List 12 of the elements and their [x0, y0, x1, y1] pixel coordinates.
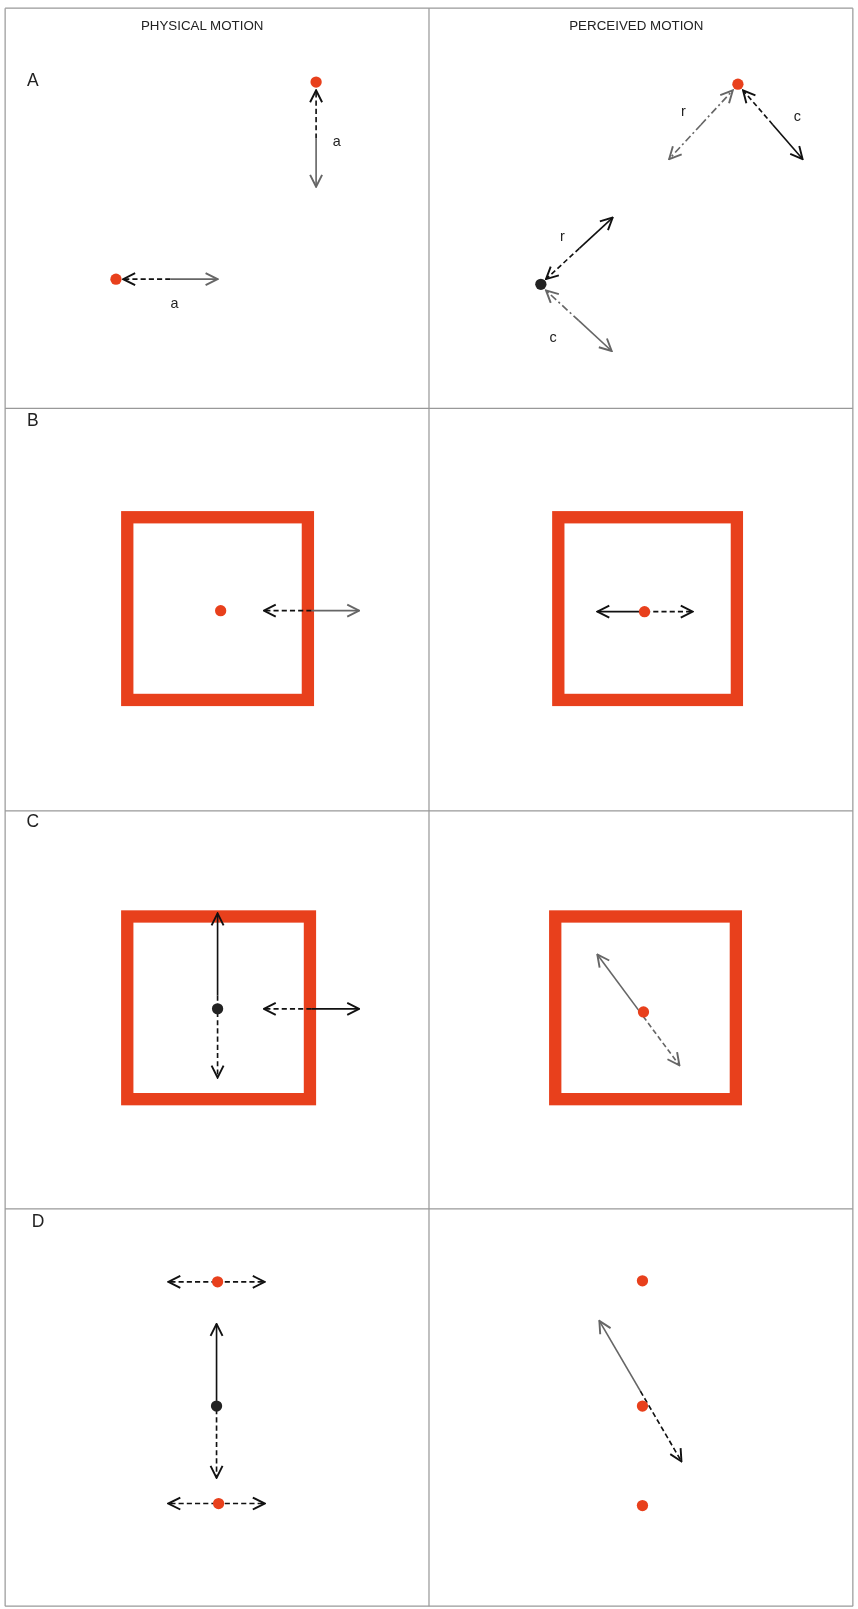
- panel-letter: D: [31, 1212, 45, 1230]
- arrow-label: c: [793, 108, 802, 124]
- arrow-label: r: [560, 228, 565, 244]
- arrow-label: a: [170, 295, 179, 310]
- column-heading: PHYSICAL MOTION: [140, 19, 264, 33]
- arrow-label: r: [681, 103, 686, 118]
- panel-letter: A: [27, 71, 39, 89]
- arrow-label: a: [332, 133, 341, 148]
- column-heading: PERCEIVED MOTION: [569, 19, 704, 33]
- panel-letter: B: [27, 412, 39, 430]
- arrow-label: c: [549, 329, 557, 344]
- panel-letter: C: [26, 812, 40, 830]
